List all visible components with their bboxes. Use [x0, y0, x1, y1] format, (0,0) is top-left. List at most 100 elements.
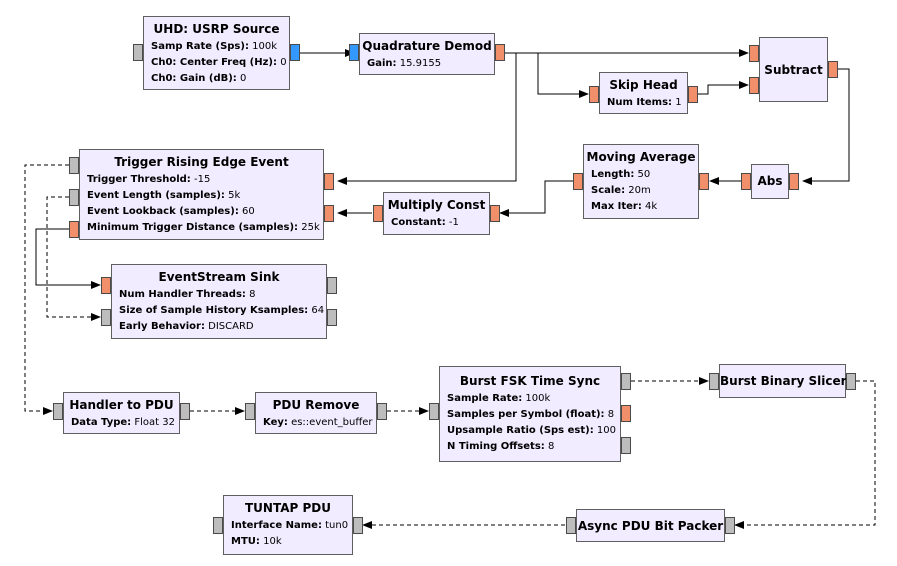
block-title: Handler to PDU — [69, 398, 174, 412]
usrp-out-port[interactable] — [290, 44, 300, 61]
fsksync-out1-port[interactable] — [621, 405, 631, 422]
block-trigger-rising-edge[interactable]: Trigger Rising Edge Event Trigger Thresh… — [79, 149, 324, 240]
abs-in-port[interactable] — [789, 173, 799, 190]
movavg-in-port[interactable] — [699, 173, 709, 190]
param-samp-rate: Samp Rate (Sps): 100k — [151, 41, 278, 52]
subtract-out-port[interactable] — [828, 61, 838, 78]
block-title: Abs — [757, 174, 783, 188]
param-max-iter: Max Iter: 4k — [591, 201, 658, 212]
pduremove-out-port[interactable] — [377, 403, 387, 420]
fsksync-out2-port[interactable] — [621, 437, 631, 454]
block-title: TUNTAP PDU — [245, 501, 331, 515]
block-title: Quadrature Demod — [362, 39, 492, 53]
movavg-out-port[interactable] — [573, 173, 583, 190]
block-title: Burst FSK Time Sync — [459, 374, 601, 388]
slicer-in-port[interactable] — [709, 373, 719, 390]
block-eventstream-sink[interactable]: EventStream Sink Num Handler Threads: 8 … — [111, 264, 327, 339]
trigger-in1-port[interactable] — [324, 205, 334, 222]
block-title: PDU Remove — [272, 398, 360, 412]
block-subtract[interactable]: Subtract — [759, 37, 828, 102]
pduremove-in-port[interactable] — [245, 403, 255, 420]
multconst-in-port[interactable] — [490, 205, 500, 222]
trigger-out-port[interactable] — [69, 221, 79, 238]
tuntap-in-port[interactable] — [353, 517, 363, 534]
param-gain: Gain: 15.9155 — [367, 58, 442, 69]
block-title: Trigger Rising Edge Event — [114, 155, 289, 169]
block-usrp-source[interactable]: UHD: USRP Source Samp Rate (Sps): 100k C… — [143, 16, 290, 90]
eventsink-in-port[interactable] — [101, 277, 111, 294]
trigger-msg-out2-port[interactable] — [69, 189, 79, 206]
quad-in-port[interactable] — [349, 44, 359, 61]
param-sample-history: Size of Sample History Ksamples: 64 — [119, 305, 325, 316]
slicer-out-port[interactable] — [846, 373, 856, 390]
fsksync-out0-port[interactable] — [621, 373, 631, 390]
param-trigger-threshold: Trigger Threshold: -15 — [87, 174, 211, 185]
block-title: Multiply Const — [387, 198, 486, 212]
block-pdu-remove[interactable]: PDU Remove Key: es::event_buffer — [255, 392, 377, 434]
wire-movavg-to-multconst — [499, 180, 573, 217]
skiphead-in-port[interactable] — [589, 86, 599, 103]
block-handler-to-pdu[interactable]: Handler to PDU Data Type: Float 32 — [63, 392, 180, 434]
trigger-in0-port[interactable] — [324, 173, 334, 190]
msg-slicer-to-packer — [734, 380, 876, 529]
eventsink-msg-in-port[interactable] — [101, 309, 111, 326]
msg-trigger-to-handler — [24, 164, 69, 415]
param-num-items: Num Items: 1 — [607, 97, 682, 108]
subtract-in1-port[interactable] — [749, 77, 759, 94]
multconst-out-port[interactable] — [373, 205, 383, 222]
packer-in-port[interactable] — [725, 517, 735, 534]
block-skip-head[interactable]: Skip Head Num Items: 1 — [599, 72, 688, 114]
wire-trigger-to-eventsink — [35, 228, 101, 289]
param-center-freq: Ch0: Center Freq (Hz): 0 — [151, 57, 287, 68]
param-data-type: Data Type: Float 32 — [71, 417, 175, 428]
wire-subtract-to-abs — [802, 68, 850, 185]
block-multiply-const[interactable]: Multiply Const Constant: -1 — [383, 192, 490, 235]
param-key: Key: es::event_buffer — [263, 417, 373, 428]
skiphead-out-port[interactable] — [688, 86, 698, 103]
quad-out-port[interactable] — [495, 44, 505, 61]
msg-trigger-to-eventsink — [46, 196, 101, 321]
block-title: Moving Average — [586, 150, 696, 164]
eventsink-msg-out1-port[interactable] — [327, 309, 337, 326]
param-event-length: Event Length (samples): 5k — [87, 190, 241, 201]
handler-in-port[interactable] — [53, 403, 63, 420]
block-title: UHD: USRP Source — [153, 22, 280, 36]
block-burst-fsk-time-sync[interactable]: Burst FSK Time Sync Sample Rate: 100k Sa… — [439, 366, 621, 462]
param-num-handler-threads: Num Handler Threads: 8 — [119, 289, 256, 300]
param-length: Length: 50 — [591, 169, 651, 180]
param-event-lookback: Event Lookback (samples): 60 — [87, 206, 255, 217]
param-interface-name: Interface Name: tun0 — [231, 520, 349, 531]
param-gain: Ch0: Gain (dB): 0 — [151, 73, 247, 84]
usrp-command-in-port[interactable] — [133, 44, 143, 61]
param-sample-rate: Sample Rate: 100k — [447, 393, 551, 404]
eventsink-msg-out0-port[interactable] — [327, 277, 337, 294]
block-title: Skip Head — [609, 78, 678, 92]
block-title: Async PDU Bit Packer — [577, 519, 724, 533]
block-title: EventStream Sink — [158, 270, 280, 284]
block-abs[interactable]: Abs — [751, 164, 789, 199]
block-moving-average[interactable]: Moving Average Length: 50 Scale: 20m Max… — [583, 144, 699, 219]
block-quadrature-demod[interactable]: Quadrature Demod Gain: 15.9155 — [359, 33, 495, 75]
block-tuntap-pdu[interactable]: TUNTAP PDU Interface Name: tun0 MTU: 10k — [223, 495, 353, 555]
param-mtu: MTU: 10k — [231, 536, 282, 547]
param-min-trigger-distance: Minimum Trigger Distance (samples): 25k — [87, 222, 320, 233]
abs-out-port[interactable] — [741, 173, 751, 190]
param-upsample-ratio: Upsample Ratio (Sps est): 100 — [447, 425, 616, 436]
packer-out-port[interactable] — [566, 517, 576, 534]
subtract-in0-port[interactable] — [749, 45, 759, 62]
param-constant: Constant: -1 — [391, 217, 459, 228]
wire-skiphead-to-subtract — [698, 81, 749, 95]
block-title: Burst Binary Slicer — [720, 374, 847, 388]
handler-out-port[interactable] — [180, 403, 190, 420]
wire-quad-to-trigger — [337, 53, 517, 185]
block-burst-binary-slicer[interactable]: Burst Binary Slicer — [719, 364, 847, 398]
param-n-timing-offsets: N Timing Offsets: 8 — [447, 441, 555, 452]
trigger-msg-out-port[interactable] — [69, 157, 79, 174]
wire-quad-to-skiphead — [537, 53, 589, 98]
param-samples-per-symbol: Samples per Symbol (float): 8 — [447, 409, 615, 420]
block-async-pdu-bit-packer[interactable]: Async PDU Bit Packer — [576, 509, 725, 542]
block-title: Subtract — [764, 63, 823, 77]
fsksync-in-port[interactable] — [429, 403, 439, 420]
tuntap-out-port[interactable] — [213, 517, 223, 534]
